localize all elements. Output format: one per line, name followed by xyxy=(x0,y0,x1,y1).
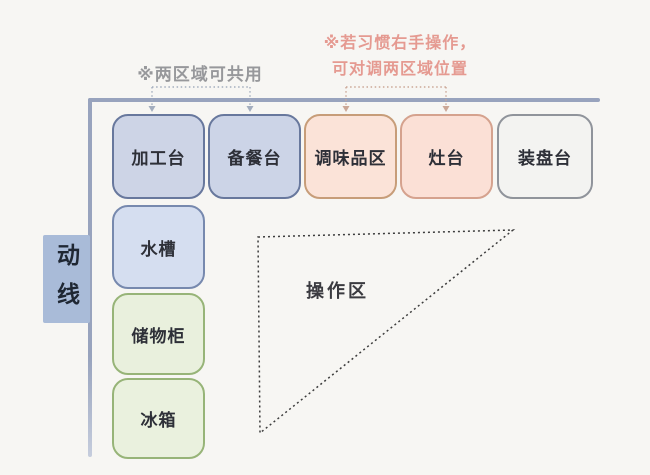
counter-line-horizontal xyxy=(88,98,600,102)
flow-line-label: 动线 xyxy=(43,235,90,323)
station-refrigerator: 冰箱 xyxy=(112,378,205,459)
station-storage-cabinet: 储物柜 xyxy=(112,293,205,375)
shared-zone-bracket xyxy=(151,86,251,106)
station-stove: 灶台 xyxy=(400,114,493,199)
swap-zone-bracket xyxy=(345,86,447,106)
swap-zone-bracket-arrowheads xyxy=(342,106,450,112)
work-triangle-outline xyxy=(257,229,516,435)
station-condiment-area: 调味品区 xyxy=(304,114,397,199)
right-hand-swap-note: ※若习惯右手操作， 可对调两区域位置 xyxy=(318,31,482,83)
right-hand-swap-note-line2: 可对调两区域位置 xyxy=(331,61,468,78)
station-prep-counter: 备餐台 xyxy=(208,114,301,199)
station-sink: 水槽 xyxy=(112,205,205,289)
right-hand-swap-note-line1: ※若习惯右手操作， xyxy=(323,35,477,52)
shared-zone-note: ※两区域可共用 xyxy=(137,65,263,84)
counter-line-vertical xyxy=(88,98,92,457)
shared-zone-bracket-arrowheads xyxy=(148,106,254,112)
work-zone-label: 操作区 xyxy=(306,281,369,301)
station-processing-counter: 加工台 xyxy=(112,114,205,199)
station-plating-counter: 装盘台 xyxy=(497,114,593,199)
